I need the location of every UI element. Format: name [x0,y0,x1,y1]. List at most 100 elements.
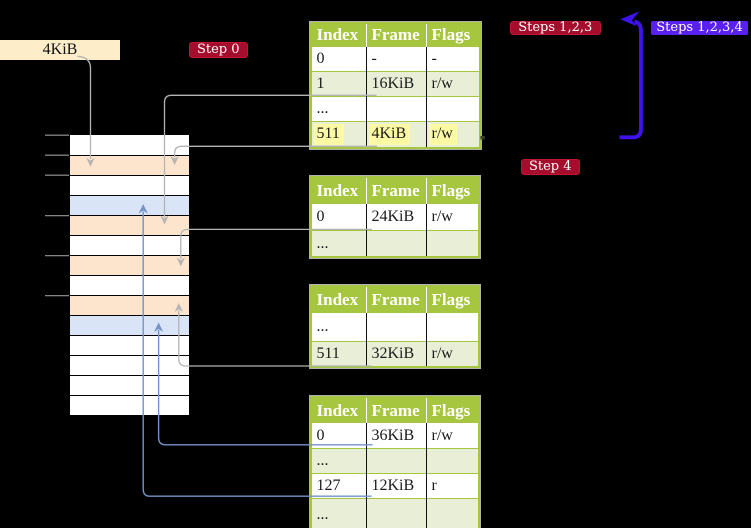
memory-frame-9 [70,315,189,335]
table-row-dotdotdot: ... [311,497,479,528]
header-separator-0 [365,23,368,47]
memory-frame-6 [70,255,189,275]
table-row-127: 127 12KiB r [311,473,478,498]
header-separator-0 [365,286,368,313]
header-cell-frame: Frame [371,25,420,45]
cell-flags [427,97,480,121]
cell-index: 511 [316,344,340,362]
header-cell-frame: Frame [371,400,420,420]
cell-flags: r/w [431,208,453,226]
highlighted-value: 4KiB [368,124,411,146]
cell-frame: 16KiB [371,75,415,93]
cell-index: 0 [316,50,325,68]
badge-step-4: Step 4 [520,159,580,175]
cell-frame: 12KiB [371,476,415,494]
cell-frame [367,313,427,341]
physical-memory-strip [69,134,190,416]
frame-size-label-text: 4KiB [42,41,78,58]
cell-index: ... [316,452,329,470]
table-row-511: 511 4KiB r/w [311,121,480,148]
header-cell-index: Index [316,289,359,309]
header-separator-0 [365,398,368,424]
table-row-0: 0 36KiB r/w [311,423,478,449]
badge-step-4-text: Step 4 [528,159,572,175]
badge-step-0: Step 0 [188,42,248,58]
cell-frame [367,231,427,255]
badge-steps-1-2-3: Steps 1,2,3 [510,20,601,36]
header-separator-1 [425,177,428,205]
cell-flags: r/w [427,122,480,147]
cell-frame [367,97,427,121]
table-header-row: Index Frame Flags [311,23,479,47]
highlighted-value: 511 [313,124,344,146]
cell-frame [367,499,427,528]
cell-flags: r [431,476,437,494]
cell-frame [367,449,427,473]
memory-frame-0 [70,135,189,155]
memory-frame-10 [70,335,189,355]
strip-tick-marks [45,134,69,297]
memory-frame-7 [70,275,189,295]
cell-index: 0 [316,426,325,444]
cell-frame: 32KiB [371,344,415,362]
column-separator-1 [425,313,428,366]
header-separator-1 [425,23,428,47]
cell-index: 511 [312,122,367,147]
header-separator-0 [365,177,368,205]
table-row-dotdotdot: ... [311,230,479,256]
cell-index: 0 [316,208,325,226]
frame-size-label: 4KiB [0,40,120,60]
header-cell-flags: Flags [431,400,471,420]
column-separator-0 [365,46,368,148]
table1-right-dash [480,136,485,140]
memory-frame-5 [70,235,189,255]
big-steps-arrow [619,19,643,140]
cell-flags: r/w [431,344,453,362]
header-cell-flags: Flags [431,25,471,45]
table-header-row: Index Frame Flags [311,398,478,424]
cell-frame: 24KiB [371,208,415,226]
cell-flags: - [431,50,437,68]
highlighted-value: r/w [428,124,457,146]
cell-index: ... [316,506,329,524]
page-table-4: Index Frame Flags 0 36KiB r/w... 127 12KiB r... [308,395,481,528]
header-cell-index: Index [316,180,359,200]
cell-flags [427,499,479,528]
memory-frame-13 [70,395,189,415]
memory-frame-11 [70,355,189,375]
header-cell-flags: Flags [431,289,471,309]
column-separator-1 [425,204,428,256]
cell-frame: - [371,50,377,68]
table-row-dotdotdot: ... [311,96,480,122]
table-row-0: 0 - - [311,46,479,72]
badge-steps-1-2-3-4: Steps 1,2,3,4 [651,20,748,36]
cell-flags [427,449,479,473]
cell-frame: 36KiB [371,426,415,444]
cell-index: ... [316,100,329,118]
badge-steps-1-2-3-4-text: Steps 1,2,3,4 [656,20,743,36]
cell-flags [427,231,479,255]
cell-index: 1 [316,75,325,93]
memory-frame-12 [70,375,189,395]
header-separator-1 [425,286,428,313]
cell-flags: r/w [431,426,453,444]
cell-index: ... [316,317,329,335]
memory-frame-1 [70,155,189,175]
header-cell-index: Index [316,400,359,420]
badge-steps-1-2-3-text: Steps 1,2,3 [518,20,593,36]
header-cell-index: Index [316,25,359,45]
memory-frame-4 [70,215,189,235]
table-row-0: 0 24KiB r/w [311,204,478,231]
header-cell-flags: Flags [431,180,471,200]
cell-index: 127 [316,476,341,494]
memory-frame-3 [70,195,189,215]
header-cell-frame: Frame [371,180,420,200]
column-separator-0 [365,313,368,366]
table-row-dotdotdot: ... [311,313,478,341]
memory-frame-8 [70,295,189,315]
